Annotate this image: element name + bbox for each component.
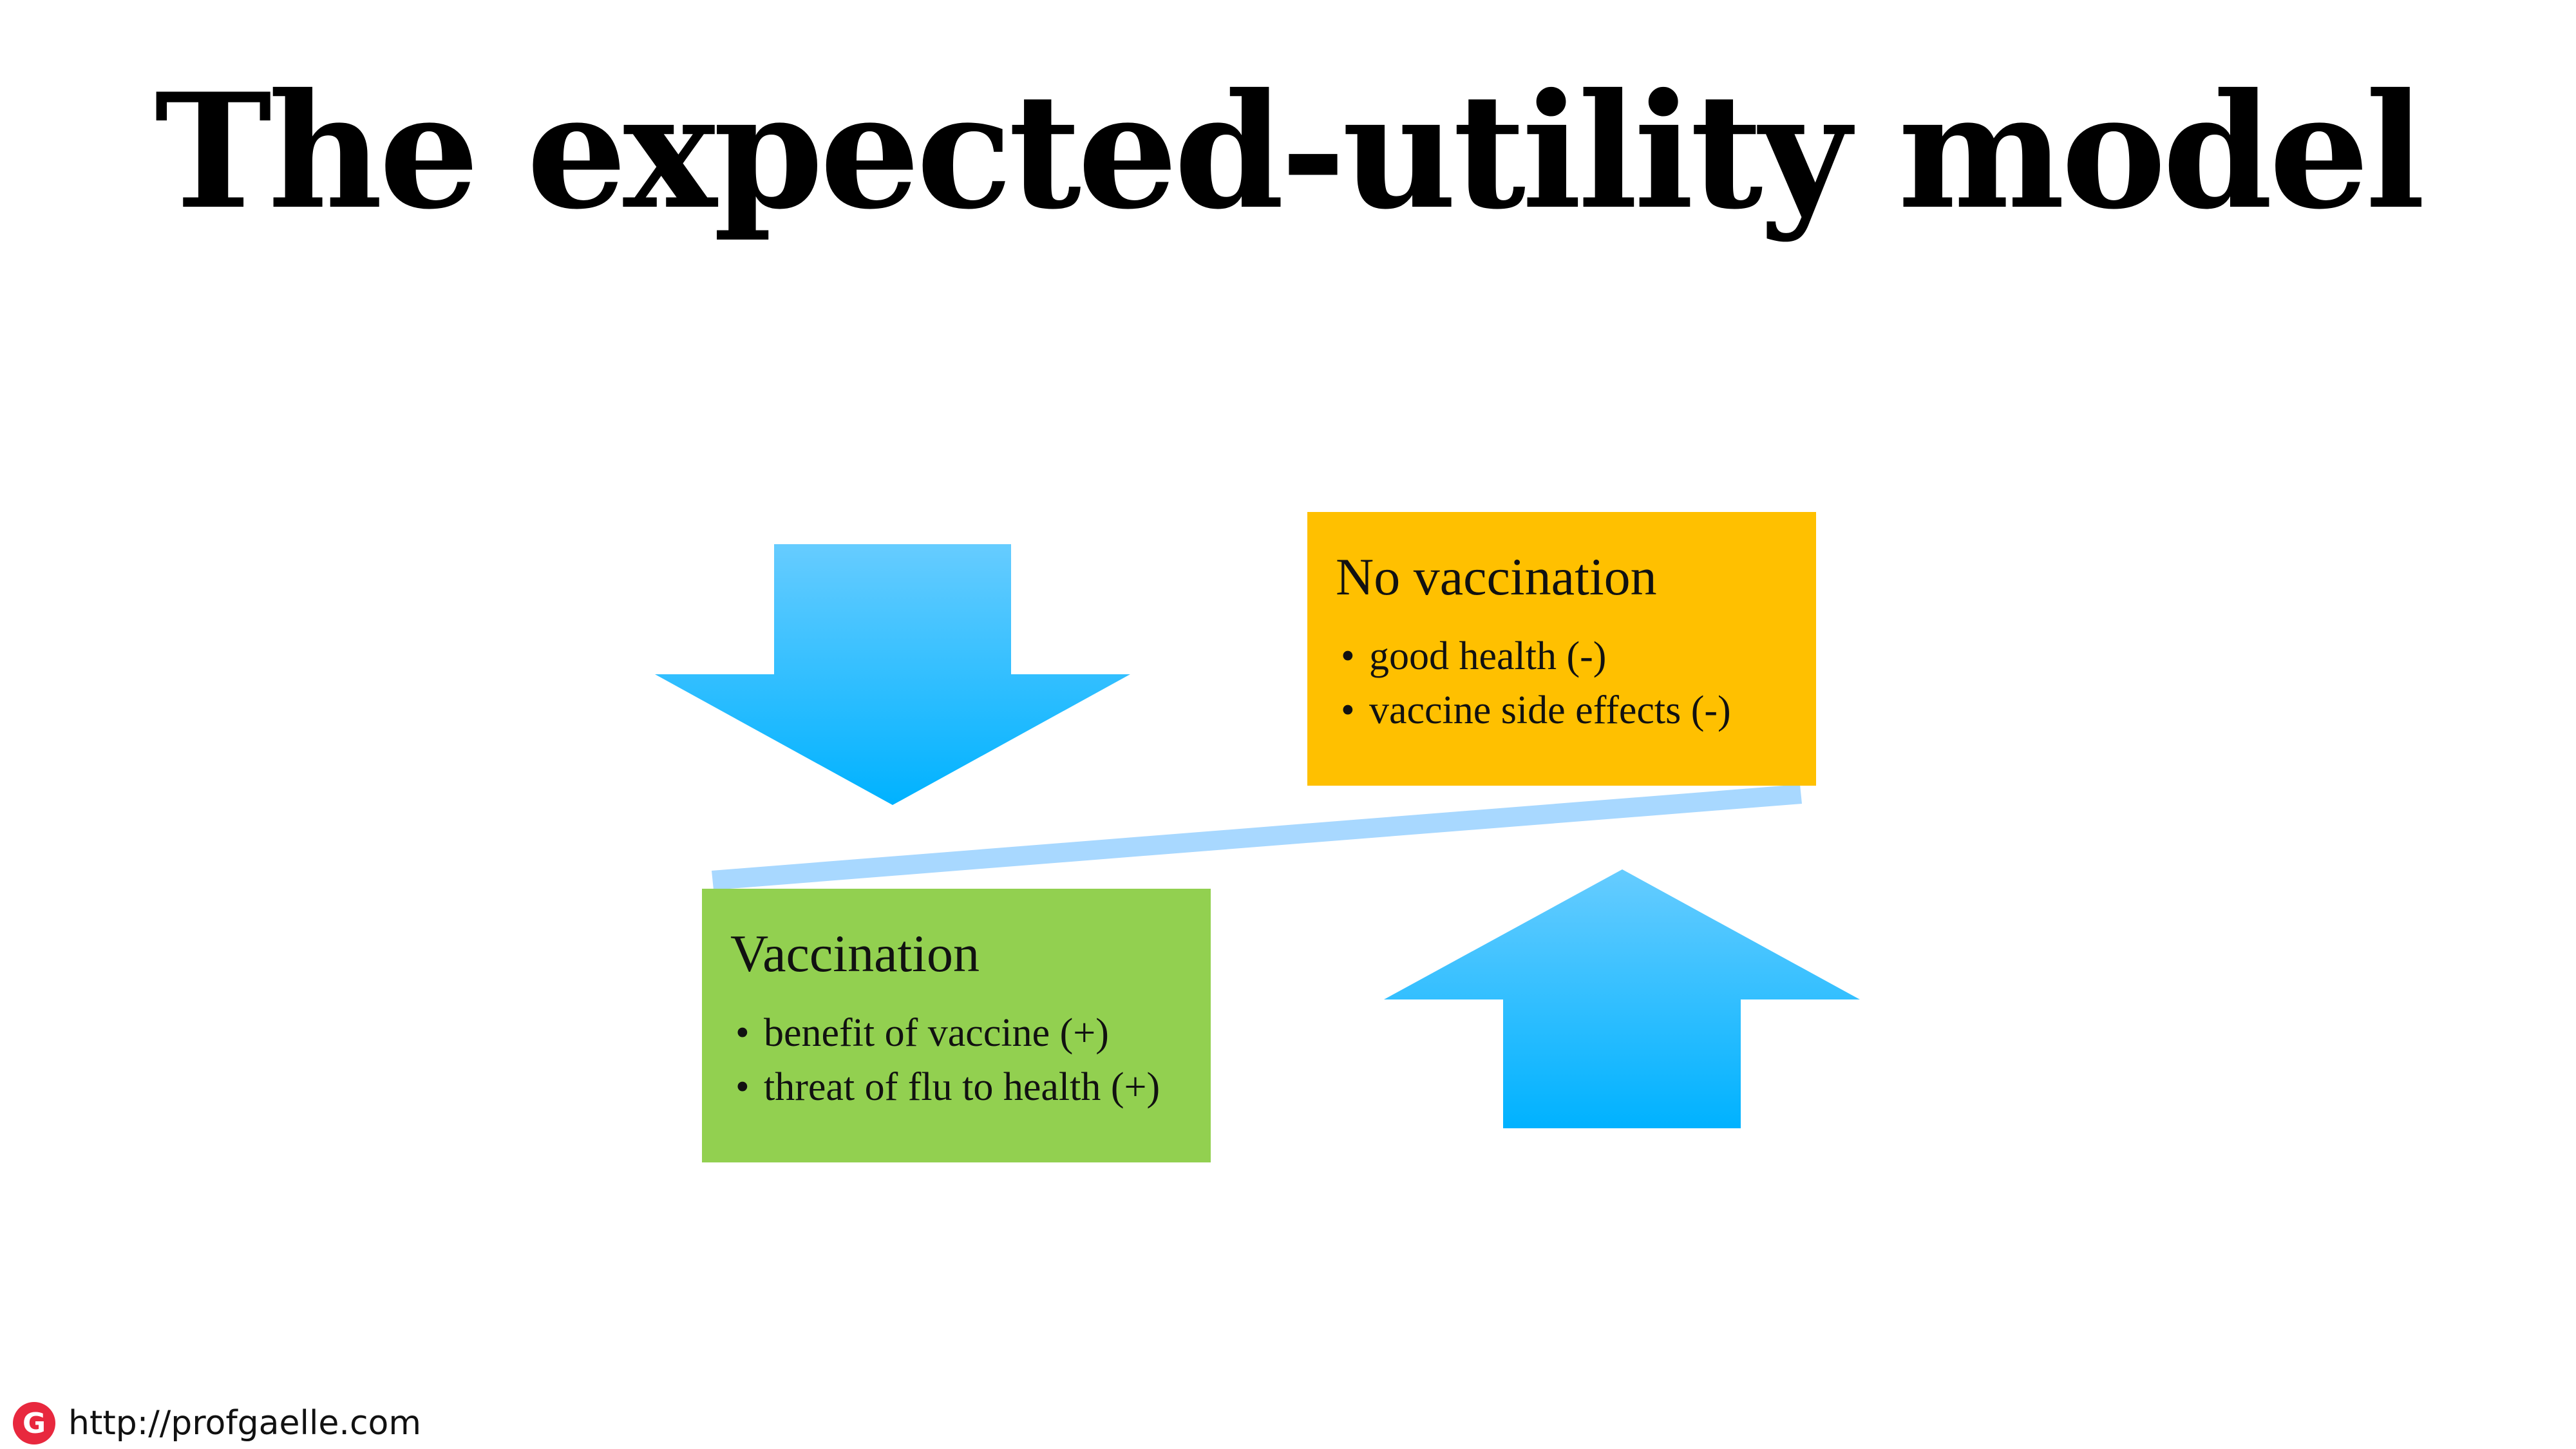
down-arrow-icon [655,544,1130,805]
list-item-text: vaccine side effects (-) [1369,688,1731,732]
vaccination-title: Vaccination [730,924,980,983]
no-vaccination-box: No vaccination • good health (-) • vaccine… [1307,512,1816,786]
list-item: • benefit of vaccine (+) [730,1006,1211,1060]
bullet-icon: • [1341,634,1355,678]
list-item: • threat of flu to health (+) [730,1060,1211,1114]
list-item-text: threat of flu to health (+) [764,1065,1160,1109]
logo-icon: G [13,1402,55,1444]
bullet-icon: • [735,1065,750,1109]
vaccination-box: Vaccination • benefit of vaccine (+) • thr… [702,889,1211,1162]
bullet-icon: • [735,1011,750,1055]
bullet-icon: • [1341,688,1355,732]
list-item: • good health (-) [1336,629,1816,683]
slide-title: The expected-utility model [154,59,2425,244]
footer: G http://profgaelle.com [13,1401,421,1446]
list-item-text: benefit of vaccine (+) [764,1011,1109,1055]
no-vaccination-list: • good health (-) • vaccine side effects (… [1336,629,1816,737]
no-vaccination-title: No vaccination [1336,547,1657,606]
balance-beam [712,784,1802,890]
list-item-text: good health (-) [1369,634,1607,678]
footer-url-link[interactable]: http://profgaelle.com [68,1404,422,1443]
up-arrow-icon [1384,869,1860,1128]
list-item: • vaccine side effects (-) [1336,683,1816,737]
vaccination-list: • benefit of vaccine (+) • threat of flu t… [730,1006,1211,1114]
